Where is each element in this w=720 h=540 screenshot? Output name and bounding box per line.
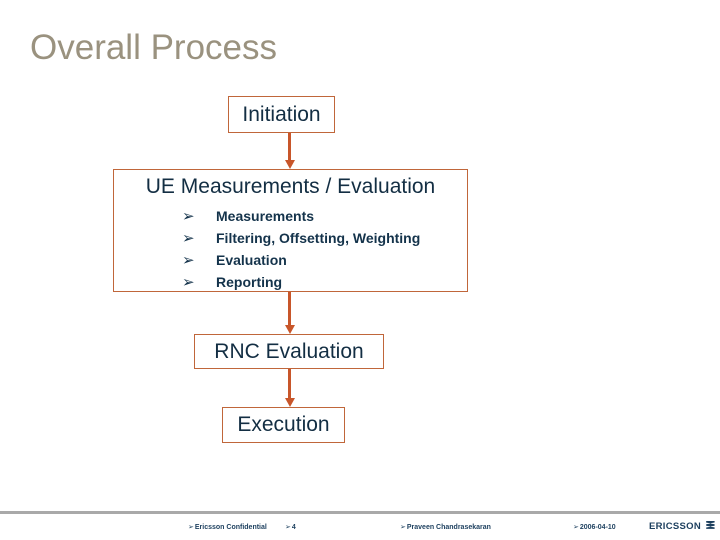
footer-page-number-label: 4 <box>291 523 296 531</box>
list-item: ➢ Reporting <box>114 271 467 293</box>
list-item: ➢ Measurements <box>114 205 467 227</box>
flow-box-rnc-label: RNC Evaluation <box>214 339 364 363</box>
flow-arrow-rnc-to-execution <box>288 369 291 399</box>
footer-confidentiality-label: Ericsson Confidential <box>194 523 267 531</box>
footer-page-number: ➢ 4 <box>285 523 296 531</box>
flow-box-execution[interactable]: Execution <box>222 407 345 443</box>
footer-author-label: Praveen Chandrasekaran <box>406 523 491 531</box>
flow-box-ue-measurements[interactable]: UE Measurements / Evaluation ➢ Measureme… <box>113 169 468 292</box>
list-item-label: Reporting <box>216 274 283 290</box>
flow-box-initiation[interactable]: Initiation <box>228 96 335 133</box>
list-item: ➢ Filtering, Offsetting, Weighting <box>114 227 467 249</box>
flow-box-rnc-evaluation[interactable]: RNC Evaluation <box>194 334 384 369</box>
footer-confidentiality: ➢ Ericsson Confidential <box>188 523 267 531</box>
ue-measurements-list: ➢ Measurements ➢ Filtering, Offsetting, … <box>114 205 467 293</box>
ericsson-logo: ERICSSON <box>649 520 716 532</box>
page-title: Overall Process <box>30 28 278 67</box>
ericsson-mark-icon <box>706 521 715 529</box>
flow-arrow-ue-to-rnc <box>288 292 291 326</box>
flow-box-execution-label: Execution <box>237 413 330 436</box>
flow-box-ue-heading: UE Measurements / Evaluation <box>145 175 436 198</box>
arrow-bullet-icon: ➢ <box>182 229 195 247</box>
flow-box-initiation-label: Initiation <box>242 102 321 126</box>
arrow-bullet-icon: ➢ <box>285 523 291 531</box>
slide-footer: ➢ Ericsson Confidential ➢ 4 ➢ Praveen Ch… <box>0 521 720 540</box>
list-item: ➢ Evaluation <box>114 249 467 271</box>
footer-author: ➢ Praveen Chandrasekaran <box>400 523 491 531</box>
arrow-bullet-icon: ➢ <box>182 251 195 269</box>
arrow-bullet-icon: ➢ <box>188 523 194 531</box>
list-item-label: Filtering, Offsetting, Weighting <box>216 230 421 246</box>
arrow-bullet-icon: ➢ <box>182 207 195 225</box>
arrow-bullet-icon: ➢ <box>573 523 579 531</box>
flow-arrow-initiation-to-ue <box>288 133 291 161</box>
arrow-bullet-icon: ➢ <box>182 273 195 291</box>
list-item-label: Evaluation <box>216 252 287 268</box>
footer-divider <box>0 511 720 514</box>
ericsson-wordmark: ERICSSON <box>649 520 702 532</box>
arrow-bullet-icon: ➢ <box>400 523 406 531</box>
list-item-label: Measurements <box>216 208 315 224</box>
footer-date-label: 2006-04-10 <box>579 523 616 531</box>
footer-date: ➢ 2006-04-10 <box>573 523 616 531</box>
